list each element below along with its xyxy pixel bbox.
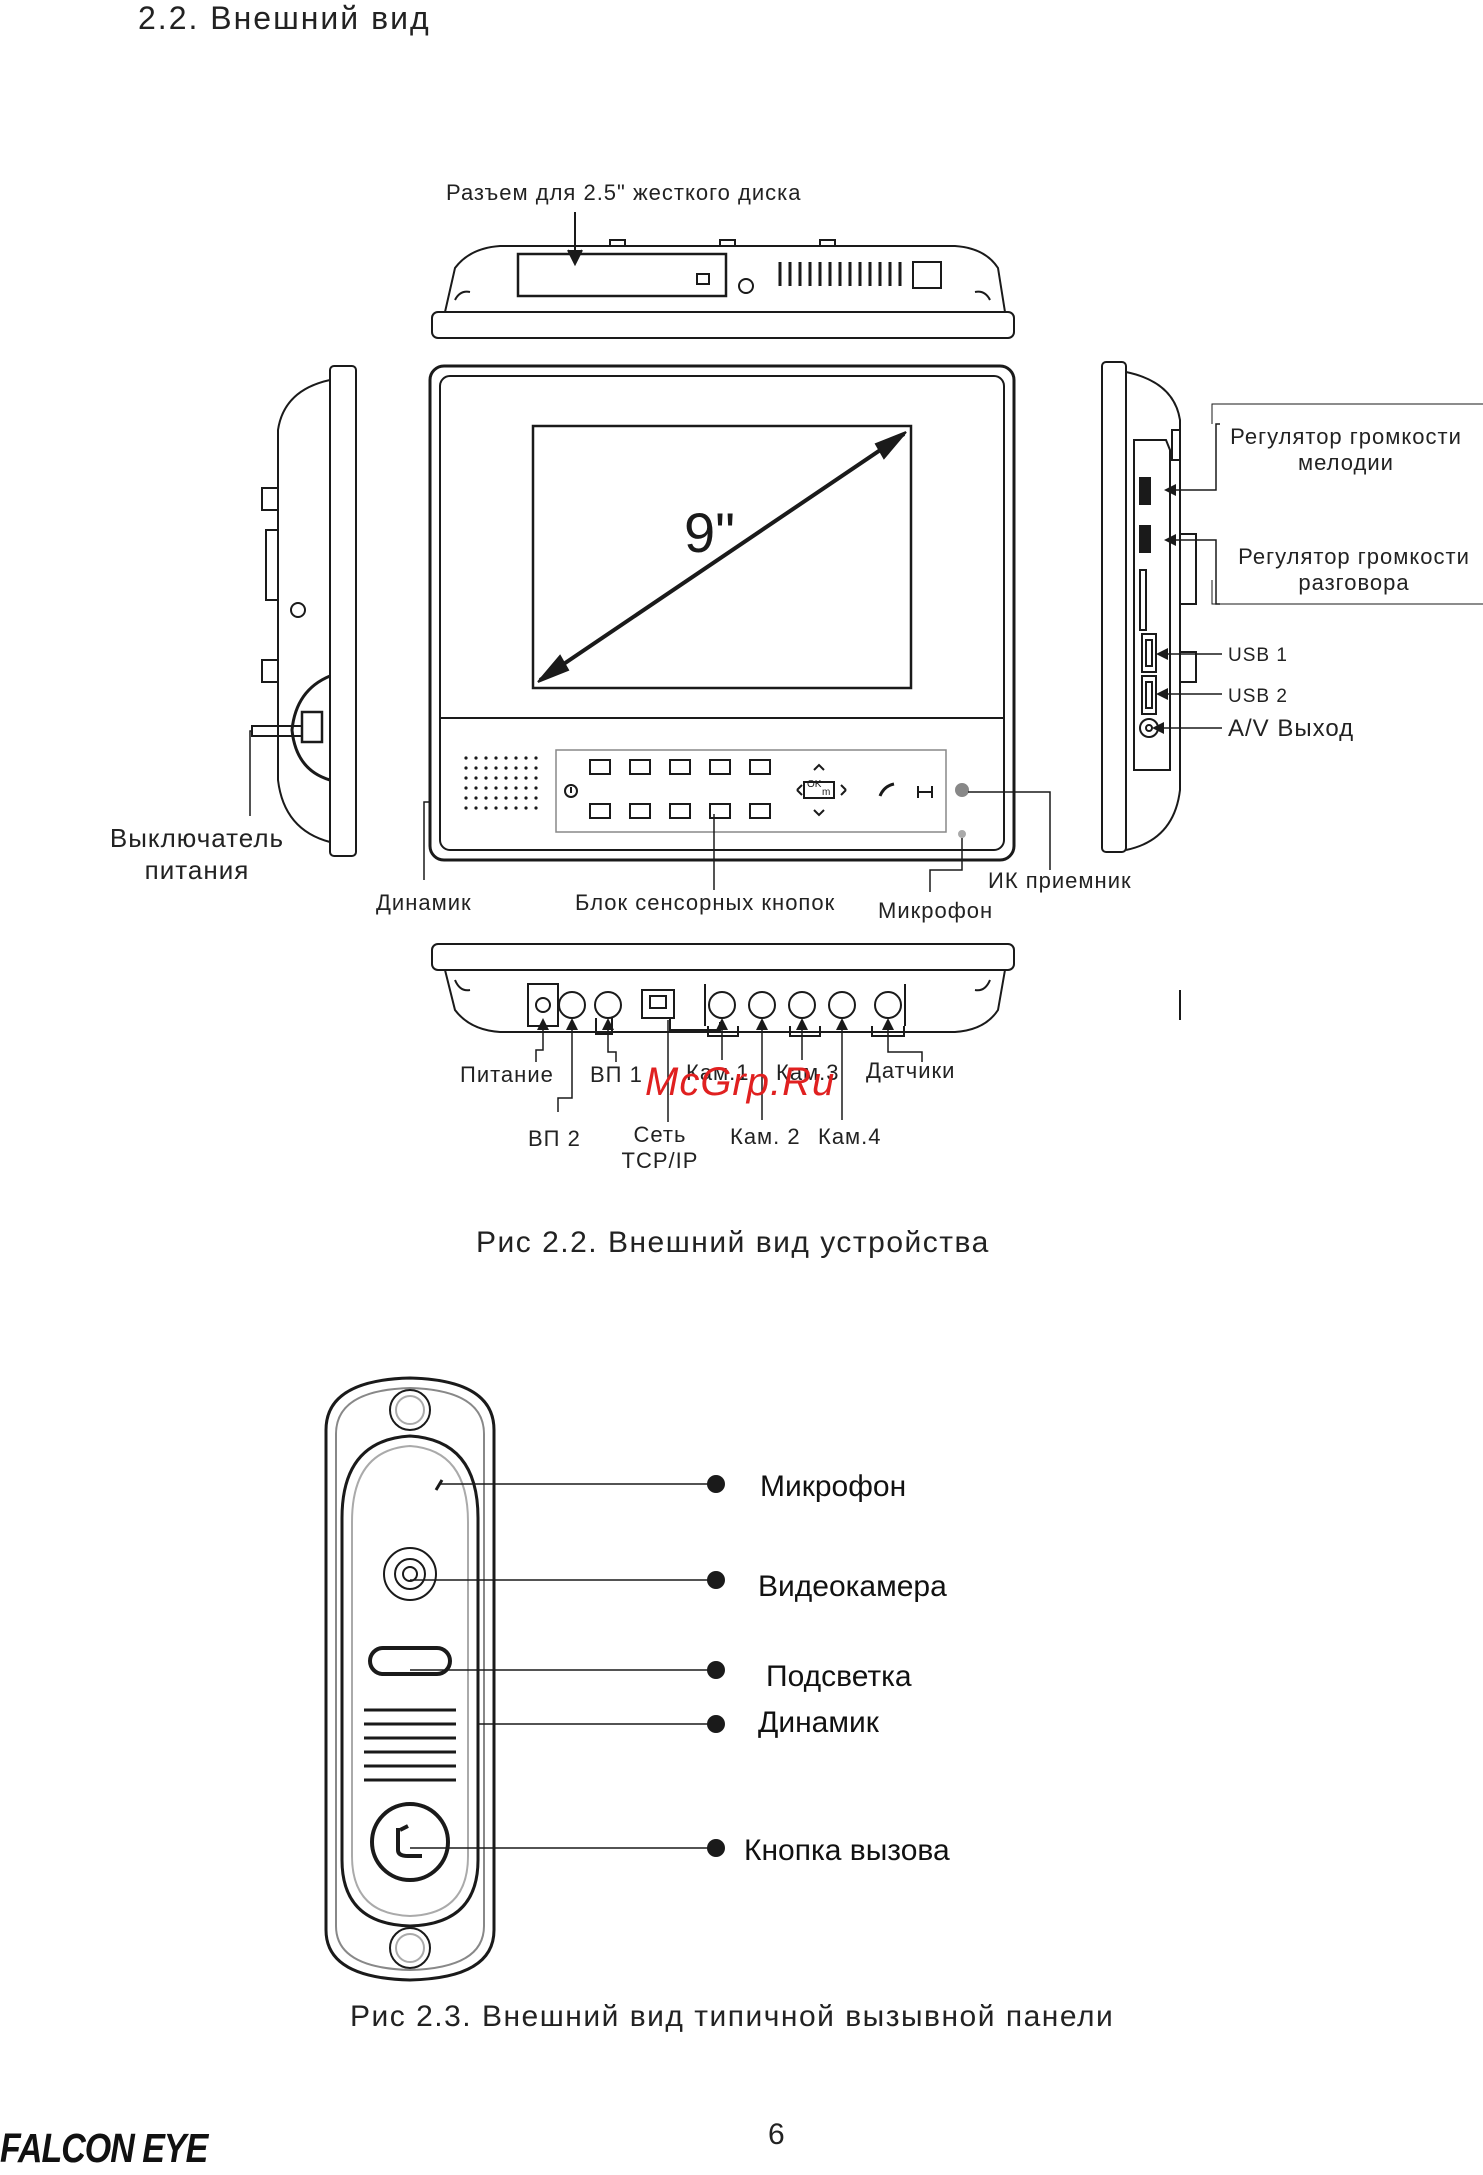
- screen-size-label: 9": [684, 501, 736, 564]
- label-power-switch-line1: Выключатель: [109, 823, 285, 853]
- label-network-line2: TCP/IP: [621, 1148, 699, 1173]
- brand-logo: FALCON EYE: [0, 2126, 208, 2172]
- label-cam2: Кам. 2: [730, 1124, 801, 1149]
- label-hdd-slot: Разъем для 2.5" жесткого диска: [446, 180, 802, 205]
- label-touch-block: Блок сенсорных кнопок: [575, 890, 836, 915]
- panel-label-camera: Видеокамера: [758, 1570, 947, 1603]
- panel-label-speaker: Динамик: [758, 1706, 879, 1739]
- label-speaker: Динамик: [376, 890, 472, 915]
- menu-key-label: m: [822, 787, 831, 798]
- label-usb2: USB 2: [1228, 686, 1288, 707]
- figure2-caption: Рис 2.3. Внешний вид типичной вызывной п…: [350, 2000, 1115, 2033]
- label-cam4: Кам.4: [818, 1124, 882, 1149]
- label-av-out: A/V Выход: [1228, 715, 1355, 742]
- label-usb1: USB 1: [1228, 645, 1288, 666]
- monitor-top-view: [431, 212, 1015, 339]
- label-ir-receiver: ИК приемник: [988, 868, 1132, 893]
- figure1-leader-lines: [249, 423, 1222, 1122]
- ok-key-label: OK: [807, 779, 822, 790]
- label-microphone: Микрофон: [878, 898, 994, 923]
- label-network: Сеть TCP/IP: [610, 1122, 710, 1174]
- call-panel-drawing: [324, 1376, 725, 1982]
- label-volume-melody: Регулятор громкости мелодии: [1216, 424, 1476, 476]
- panel-label-microphone: Микрофон: [760, 1470, 907, 1503]
- monitor-left-side-view: [251, 365, 357, 857]
- label-volume-melody-line1: Регулятор громкости: [1230, 424, 1462, 449]
- panel-label-call-button: Кнопка вызова: [744, 1834, 950, 1867]
- label-volume-talk-line2: разговора: [1298, 570, 1410, 595]
- label-cam3: Кам.3: [776, 1060, 840, 1085]
- watermark: McGrp.Ru: [645, 1060, 836, 1104]
- monitor-right-side-view: [1101, 361, 1197, 853]
- panel-label-backlight: Подсветка: [766, 1660, 912, 1693]
- page-number: 6: [768, 2118, 785, 2151]
- monitor-bottom-view: [431, 943, 1181, 1037]
- monitor-front-view: [428, 364, 1016, 862]
- label-volume-melody-line2: мелодии: [1298, 450, 1394, 475]
- label-volume-talk: Регулятор громкости разговора: [1224, 544, 1483, 596]
- label-cam1: Кам.1: [686, 1060, 750, 1085]
- label-network-line1: Сеть: [633, 1122, 687, 1147]
- label-power-switch-line2: питания: [144, 855, 250, 885]
- section-title: 2.2. Внешний вид: [138, 0, 431, 36]
- label-sensors: Датчики: [866, 1058, 956, 1083]
- label-power-switch: Выключатель питания: [92, 822, 302, 886]
- label-volume-talk-line1: Регулятор громкости: [1238, 544, 1470, 569]
- figure1-caption: Рис 2.2. Внешний вид устройства: [476, 1226, 990, 1259]
- label-vp1: ВП 1: [590, 1062, 643, 1087]
- label-frames: [1211, 403, 1483, 605]
- label-power-port: Питание: [460, 1062, 554, 1087]
- label-vp2: ВП 2: [528, 1126, 581, 1151]
